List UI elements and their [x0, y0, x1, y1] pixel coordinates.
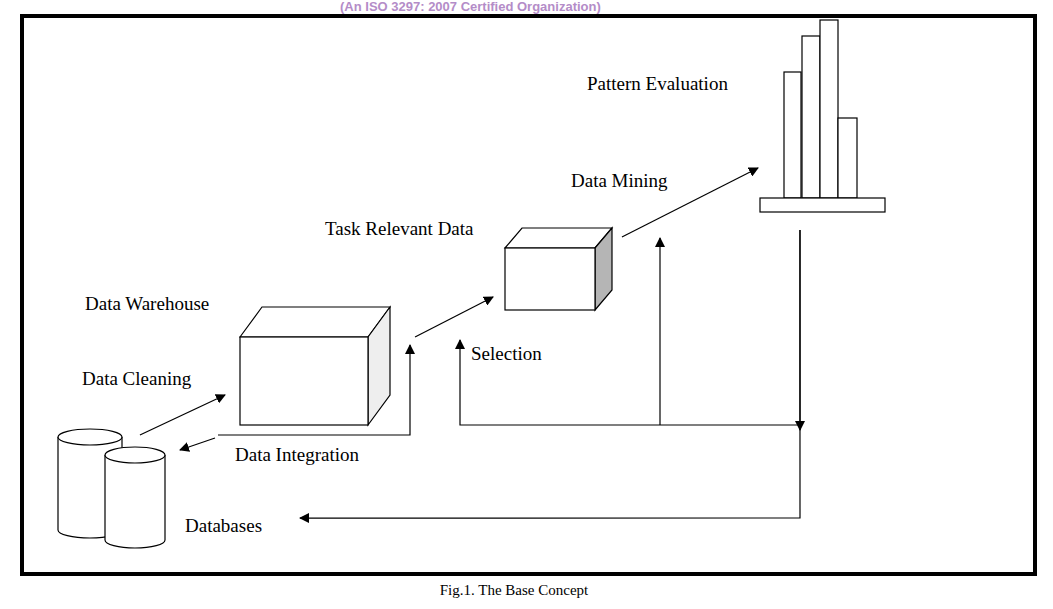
figure-caption: Fig.1. The Base Concept: [440, 582, 588, 599]
node-heading: Task Relevant Data: [325, 218, 474, 240]
process-label: Data Integration: [235, 444, 359, 466]
flow-lines: [180, 230, 800, 450]
node-heading: Data Warehouse: [85, 293, 209, 315]
node-heading: Pattern Evaluation: [587, 73, 728, 95]
edge-label: Data Cleaning: [82, 368, 191, 390]
flow-arrow: [300, 230, 800, 518]
bar-chart-figure: [760, 20, 885, 212]
warehouse-node: Data Warehouse: [240, 305, 390, 425]
flow-arrow: [415, 297, 493, 337]
pattern-evaluation-node: Pattern Evaluation: [755, 15, 890, 215]
node-heading: Databases: [185, 515, 262, 537]
task-data-cube: [505, 228, 612, 310]
frame: [22, 16, 1035, 574]
flow-arrow: [140, 395, 225, 435]
database-cylinders: [58, 429, 165, 548]
process-label: Selection: [471, 343, 542, 365]
database-node: Databases: [50, 420, 280, 548]
task-data-node: Task Relevant Data: [505, 228, 612, 310]
warehouse-cube: [240, 307, 390, 425]
watermark: (An ISO 3297: 2007 Certified Organizatio…: [340, 0, 601, 15]
edge-label: Data Mining: [571, 170, 668, 192]
